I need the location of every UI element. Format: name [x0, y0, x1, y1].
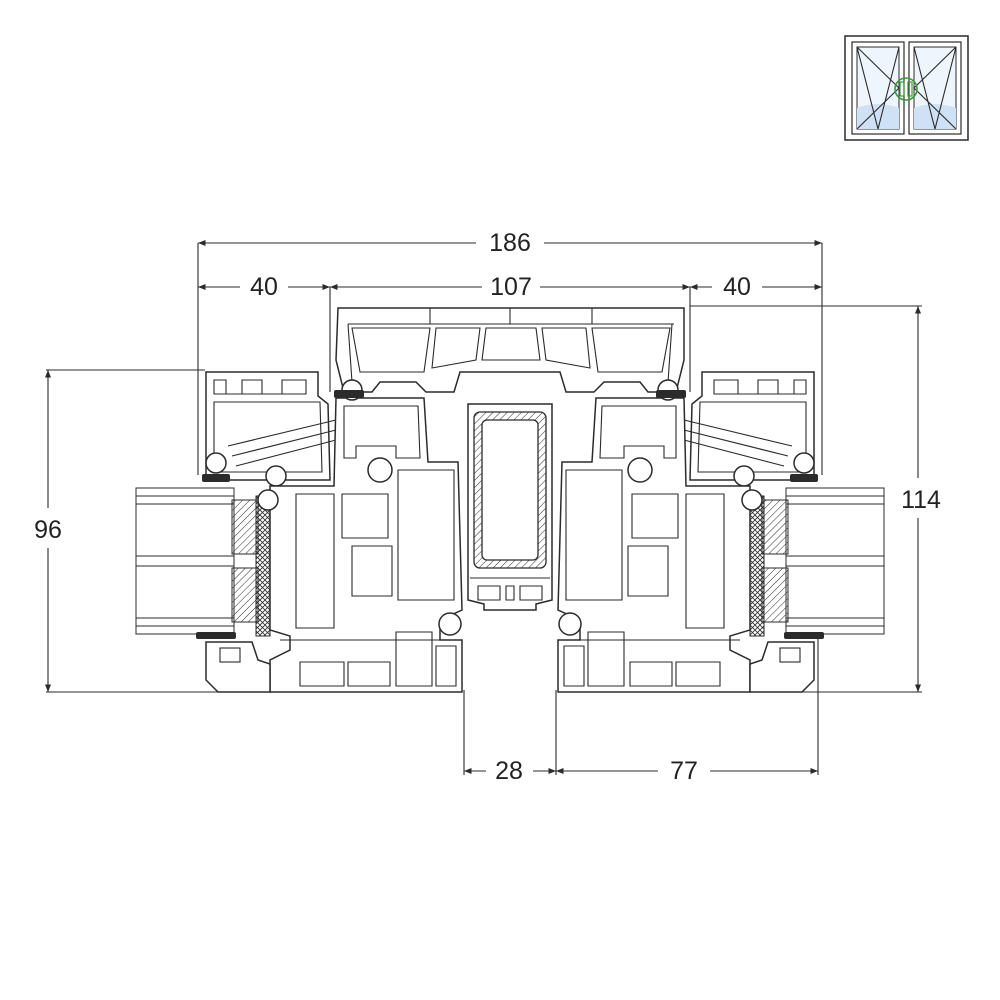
overall-width-label: 186: [489, 229, 531, 257]
mullion-marker-icon: [894, 77, 918, 101]
right-frame-width-label: 40: [723, 273, 751, 301]
dimension-lines: [44, 239, 922, 775]
right-height-label: 114: [901, 486, 941, 514]
mullion-cover-profile: [335, 307, 685, 393]
left-frame-profile: [202, 371, 337, 487]
left-frame-width-label: 40: [250, 273, 278, 301]
right-sill-profile: [749, 641, 815, 693]
sash-width-label: 77: [670, 757, 698, 785]
left-glazing-unit: [135, 487, 271, 639]
center-mullion-reinforcement: [467, 403, 553, 611]
left-height-label: 96: [34, 516, 62, 544]
center-width-label: 107: [490, 273, 532, 301]
right-frame-profile: [683, 371, 818, 487]
right-glazing-unit: [749, 487, 885, 639]
left-sill-profile: [205, 641, 271, 693]
right-sash-profile: [557, 379, 763, 693]
left-sash-profile: [257, 379, 463, 693]
double-window-tilt-turn-icon: [844, 35, 969, 141]
gap-width-label: 28: [495, 757, 523, 785]
